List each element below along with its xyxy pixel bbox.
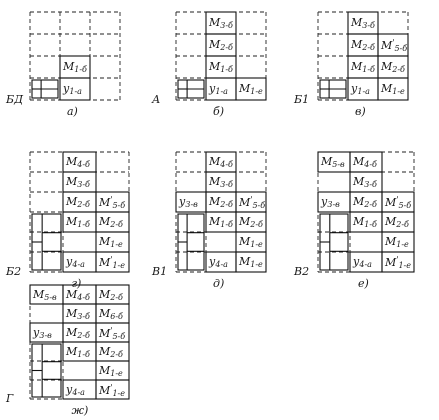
panel-caption: в) xyxy=(355,105,366,118)
filled-cell-outline xyxy=(95,251,130,273)
cell-label: у1-а xyxy=(209,82,228,96)
panel-grid xyxy=(175,151,267,273)
cell-label: М3-б xyxy=(66,306,90,321)
cell-label: М2-б xyxy=(209,195,233,209)
panel-grid xyxy=(29,284,130,400)
panel-side-label: Б1 xyxy=(294,93,310,106)
cell-label: М6-б xyxy=(99,306,123,321)
cell-label: М3-б xyxy=(66,175,90,189)
cell-label: М3-б xyxy=(353,175,377,189)
panel-grid xyxy=(175,11,267,101)
cell-label: у1-а xyxy=(351,82,370,96)
cell-label: М'5-б xyxy=(381,38,408,53)
cell-label: у4-а xyxy=(66,382,85,397)
cell-label: М1-е xyxy=(99,235,123,249)
cell-label: М4-б xyxy=(66,155,90,169)
cell-label: М3-б xyxy=(209,175,233,189)
cell-label: у1-а xyxy=(63,82,82,96)
panel-caption: г) xyxy=(71,277,82,290)
panel-caption: б) xyxy=(213,105,225,118)
cell-label: у3-в xyxy=(33,325,52,340)
cell-label: М2-б xyxy=(99,287,123,302)
panel-side-label: В1 xyxy=(152,265,168,278)
cell-label: М2-б xyxy=(209,38,233,52)
cell-label: М'1-е xyxy=(99,255,125,270)
cell-label: у3-в xyxy=(179,195,198,209)
cell-label: М2-б xyxy=(66,195,90,209)
cell-label: М2-б xyxy=(385,215,409,229)
cell-label: у4-а xyxy=(209,255,228,269)
cell-label: М1-е xyxy=(99,363,123,378)
cell-label: М2-б xyxy=(99,215,123,229)
cell-label: М2-б xyxy=(353,195,377,209)
block-symbol xyxy=(31,79,59,99)
cell-label: М'5-б xyxy=(239,195,266,210)
cell-label: у3-в xyxy=(321,195,340,209)
cell-label: М'1-е xyxy=(385,255,411,270)
cell-label: М'5-б xyxy=(99,325,126,341)
cell-label: М1-б xyxy=(209,215,233,229)
filled-cell-outline xyxy=(235,77,267,101)
panel-grid xyxy=(29,11,121,101)
block-symbol xyxy=(319,213,349,271)
cell-label: М1-е xyxy=(381,82,405,96)
filled-cell-outline xyxy=(59,77,91,101)
panel-side-label: Б2 xyxy=(6,265,22,278)
cell-label: М3-б xyxy=(351,16,375,30)
block-symbol xyxy=(31,343,62,398)
cell-label: М1-е xyxy=(239,82,263,96)
block-symbol xyxy=(31,213,62,271)
cell-label: М'1-е xyxy=(99,382,125,398)
cell-label: М3-б xyxy=(209,16,233,30)
cell-label: М2-б xyxy=(239,215,263,229)
panel-caption: д) xyxy=(213,277,225,290)
cell-label: М1-б xyxy=(353,215,377,229)
panel-grid xyxy=(317,151,415,273)
block-symbol xyxy=(177,79,205,99)
cell-label: у4-а xyxy=(353,255,372,269)
cell-label: М2-б xyxy=(66,325,90,340)
filled-cell-outline xyxy=(235,251,267,273)
cell-label: М2-б xyxy=(99,344,123,359)
cell-label: М'5-б xyxy=(99,195,126,210)
cell-label: М5-в xyxy=(33,287,57,302)
cell-label: М1-е xyxy=(239,255,263,269)
panel-caption: ж) xyxy=(71,404,89,417)
panel-grid xyxy=(317,11,409,101)
cell-label: М4-б xyxy=(353,155,377,169)
panel-caption: а) xyxy=(67,105,78,118)
panel-side-label: Г xyxy=(6,392,14,405)
panel-side-label: БД xyxy=(6,93,24,106)
cell-label: М4-б xyxy=(209,155,233,169)
cell-label: М2-б xyxy=(351,38,375,52)
cell-label: М'5-б xyxy=(385,195,412,210)
cell-label: М2-б xyxy=(381,60,405,74)
cell-label: М1-б xyxy=(351,60,375,74)
cell-label: М4-б xyxy=(66,287,90,302)
cell-label: М1-б xyxy=(66,344,90,359)
panel-side-label: А xyxy=(152,93,161,106)
panel-side-label: В2 xyxy=(294,265,310,278)
panel-caption: е) xyxy=(358,277,369,290)
cell-label: у4-а xyxy=(66,255,85,269)
cell-label: М1-е xyxy=(385,235,409,249)
cell-label: М5-в xyxy=(321,155,345,169)
panel-grid xyxy=(29,151,130,273)
cell-label: М1-б xyxy=(66,215,90,229)
filled-cell-outline xyxy=(377,77,409,101)
cell-label: М1-е xyxy=(239,235,263,249)
cell-label: М1-б xyxy=(63,60,87,74)
filled-cell-outline xyxy=(95,379,130,400)
block-symbol xyxy=(177,213,205,271)
block-symbol xyxy=(319,79,347,99)
filled-cell-outline xyxy=(381,251,415,273)
cell-label: М1-б xyxy=(209,60,233,74)
